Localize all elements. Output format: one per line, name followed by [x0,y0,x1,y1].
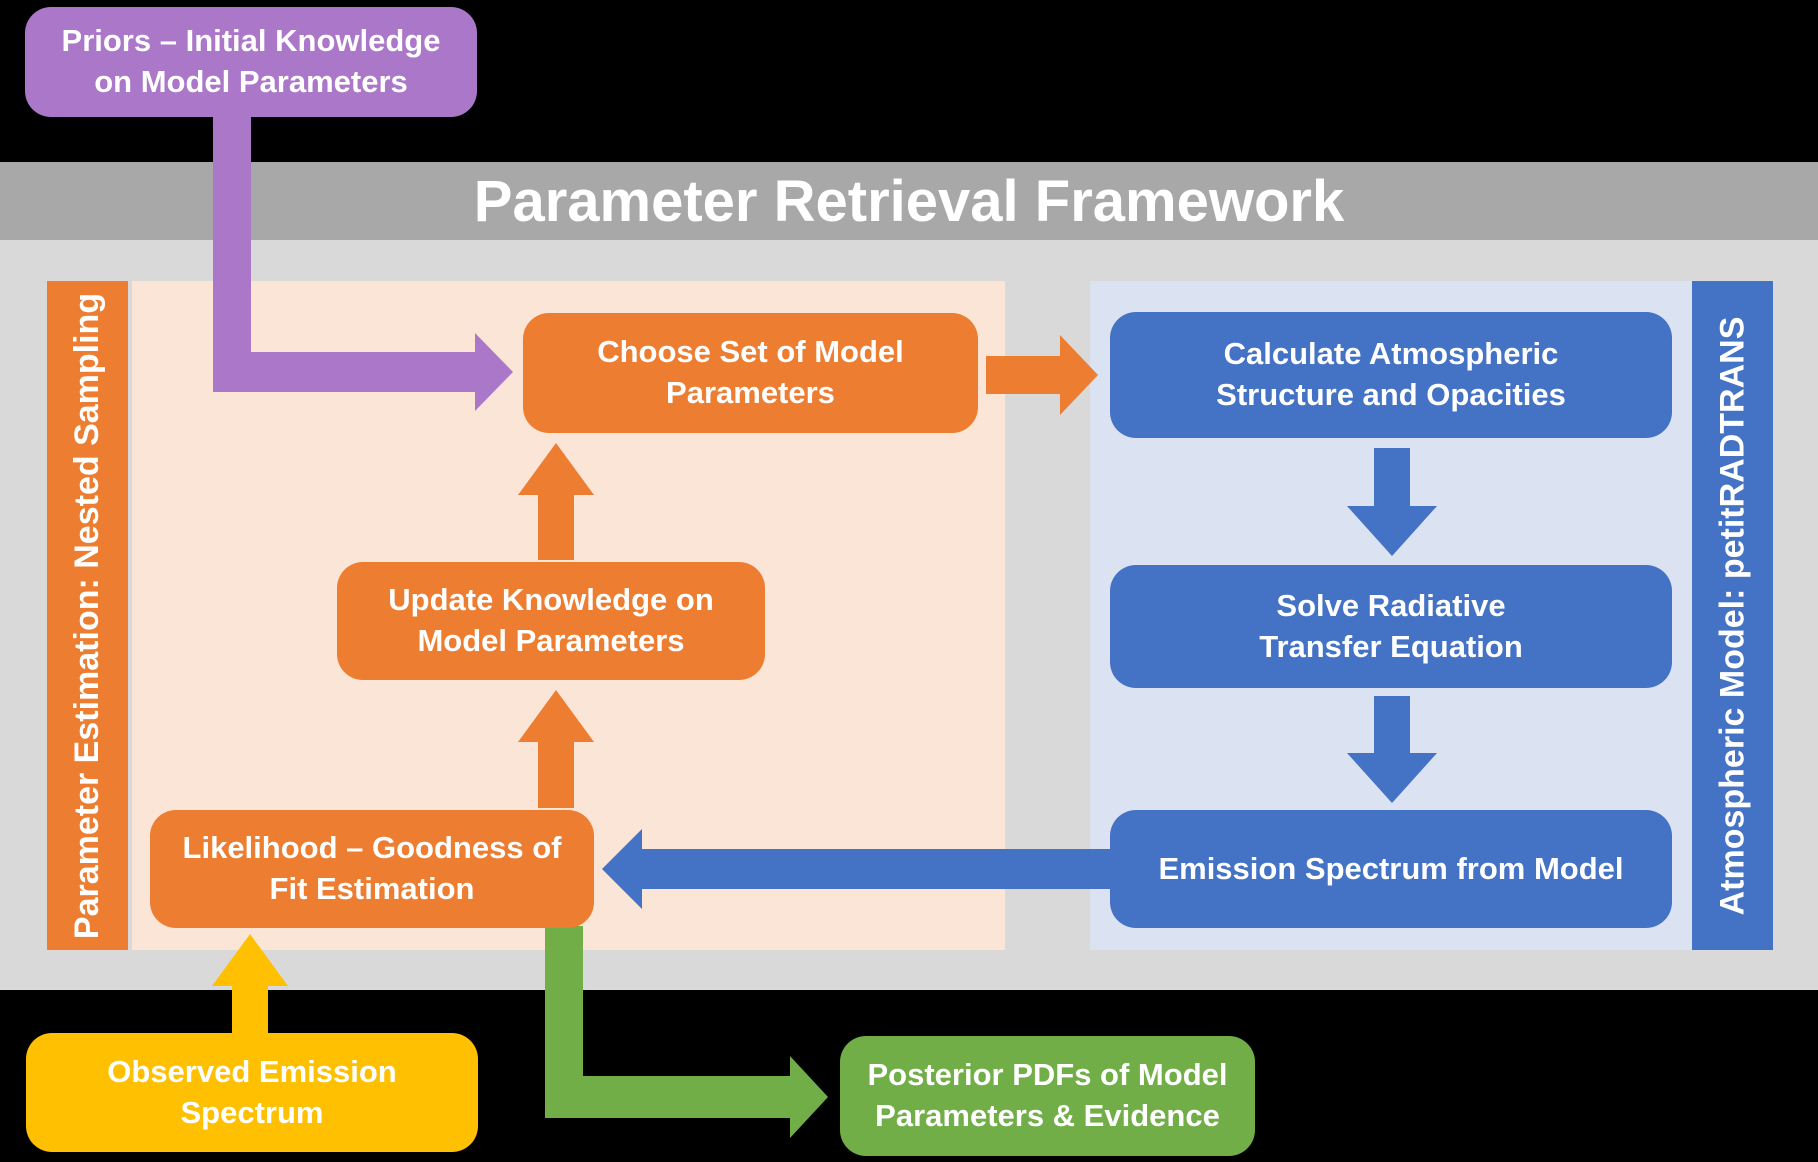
arrow-observed-to-likelihood-head [212,934,288,986]
arrow-solve-to-emission-shaft [1374,696,1410,753]
solve-radiative-transfer-box: Solve Radiative Transfer Equation [1110,565,1672,688]
emission-spectrum-label: Emission Spectrum from Model [1158,850,1624,886]
arrow-likelihood-to-posterior-horizontal-shaft [545,1076,790,1118]
estimation-sidebar: Parameter Estimation: Nested Sampling [47,281,128,950]
choose-parameters-label: Choose Set of Model Parameters [597,334,904,410]
observed-emission-spectrum-box: Observed Emission Spectrum [26,1033,478,1152]
arrow-likelihood-to-posterior-head [790,1056,828,1138]
update-knowledge-box: Update Knowledge on Model Parameters [337,562,765,680]
model-sidebar: Atmospheric Model: petitRADTRANS [1692,281,1773,950]
arrow-likelihood-to-update-head [518,690,594,742]
update-knowledge-label: Update Knowledge on Model Parameters [388,582,714,658]
arrow-choose-to-calculate-head [1060,335,1098,415]
estimation-sidebar-label: Parameter Estimation: Nested Sampling [68,292,107,939]
arrow-likelihood-to-update-shaft [538,742,574,808]
arrow-emission-to-likelihood-shaft [642,849,1110,889]
arrow-update-to-choose-shaft [538,495,574,560]
choose-parameters-box: Choose Set of Model Parameters [523,313,978,433]
diagram-title: Parameter Retrieval Framework [473,168,1345,234]
calculate-atmosphere-label: Calculate Atmospheric Structure and Opac… [1216,336,1566,412]
likelihood-box: Likelihood – Goodness of Fit Estimation [150,810,594,928]
emission-spectrum-box: Emission Spectrum from Model [1110,810,1672,928]
solve-radiative-transfer-label: Solve Radiative Transfer Equation [1259,587,1523,664]
priors-box-label: Priors – Initial Knowledge on Model Para… [61,23,441,99]
title-banner: Parameter Retrieval Framework [0,162,1818,240]
arrow-priors-to-choose-head [475,333,513,411]
arrow-priors-to-choose-vertical-shaft [213,115,251,392]
arrow-update-to-choose-head [518,443,594,495]
posterior-box-label: Posterior PDFs of Model Parameters & Evi… [867,1057,1228,1133]
priors-box: Priors – Initial Knowledge on Model Para… [25,7,477,117]
arrow-priors-to-choose-horizontal-shaft [213,352,475,392]
calculate-atmosphere-box: Calculate Atmospheric Structure and Opac… [1110,312,1672,438]
arrow-calculate-to-solve-shaft [1374,448,1410,506]
arrow-calculate-to-solve-head [1347,506,1437,556]
arrow-solve-to-emission-head [1347,753,1437,803]
arrow-emission-to-likelihood-head [602,829,642,909]
likelihood-label: Likelihood – Goodness of Fit Estimation [182,830,562,906]
arrow-observed-to-likelihood-shaft [232,986,268,1036]
observed-box-label: Observed Emission Spectrum [107,1053,397,1130]
arrow-choose-to-calculate-shaft [986,356,1060,394]
posterior-pdfs-box: Posterior PDFs of Model Parameters & Evi… [840,1036,1255,1156]
model-sidebar-label: Atmospheric Model: petitRADTRANS [1713,316,1752,915]
